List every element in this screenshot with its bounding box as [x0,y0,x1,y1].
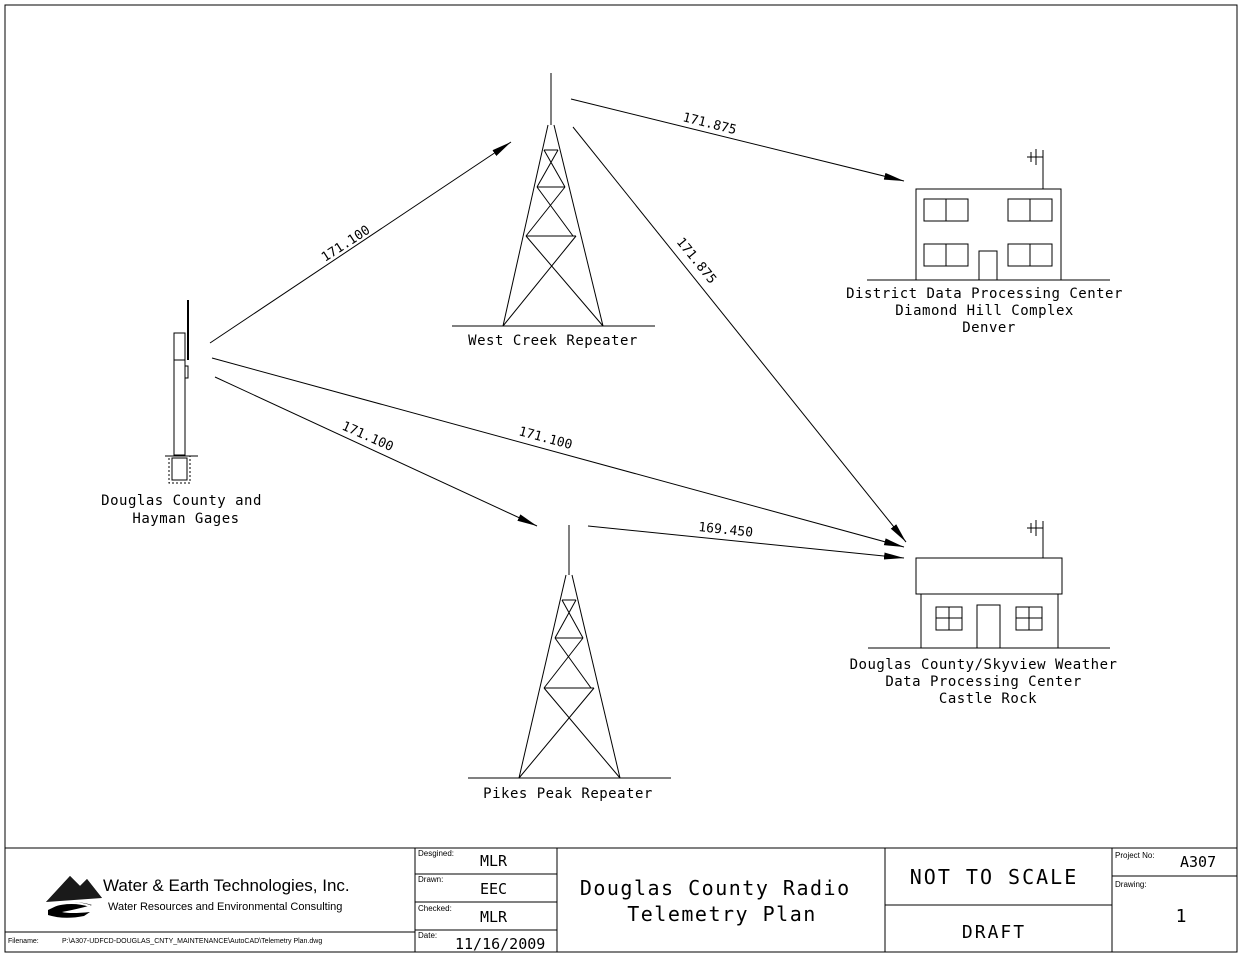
freq-pikes-skyview: 169.450 [698,520,754,541]
freq-westcreek-district: 171.875 [681,110,738,138]
pikes-peak-tower-icon [468,525,671,779]
district-building-icon [867,149,1110,281]
skyview-building-icon [868,520,1110,649]
drawing-value: 1 [1176,906,1187,927]
project-value: A307 [1180,853,1216,871]
drawing-title: Douglas County Radio Telemetry Plan [580,876,864,926]
date-label: Date: [418,931,437,940]
link-gages-skyview [211,357,905,548]
district-label: District Data Processing Center Diamond … [846,286,1132,336]
date-value: 11/16/2009 [455,935,545,953]
radio-links [209,98,907,560]
freq-gages-pikes: 171.100 [339,419,395,455]
filename-label: Filename: [8,938,39,945]
link-westcreek-skyview [572,126,907,543]
scale-note: NOT TO SCALE [910,865,1079,889]
drawing-label: Drawing: [1115,880,1147,889]
drawn-value: EEC [480,880,507,898]
pikes-peak-label: Pikes Peak Repeater [483,786,653,802]
company-tagline: Water Resources and Environmental Consul… [108,901,342,913]
gages-label: Douglas County and Hayman Gages [101,493,271,527]
title-block [5,847,1237,952]
status-note: DRAFT [962,922,1026,943]
freq-westcreek-skyview: 171.875 [673,235,719,287]
link-gages-westcreek [209,141,512,344]
freq-gages-westcreek: 171.100 [319,223,373,265]
project-label: Project No: [1115,851,1155,860]
link-westcreek-district [570,98,905,182]
filename-value: P:\A307-UDFCD-DOUGLAS_CNTY_MAINTENANCE\A… [62,938,322,945]
designed-value: MLR [480,852,508,870]
west-creek-label: West Creek Repeater [468,333,638,349]
link-pikes-skyview [587,525,905,560]
drawing-border [4,4,1238,953]
company-name: Water & Earth Technologies, Inc. [103,876,350,895]
designed-label: Desgined: [418,849,454,858]
link-gages-pikes [214,376,538,527]
west-creek-tower-icon [452,73,655,327]
checked-label: Checked: [418,904,452,913]
company-logo-icon [46,876,102,918]
drawn-label: Drawn: [418,875,443,884]
gage-station-icon [165,300,198,484]
checked-value: MLR [480,908,508,926]
skyview-label: Douglas County/Skyview Weather Data Proc… [850,657,1127,707]
